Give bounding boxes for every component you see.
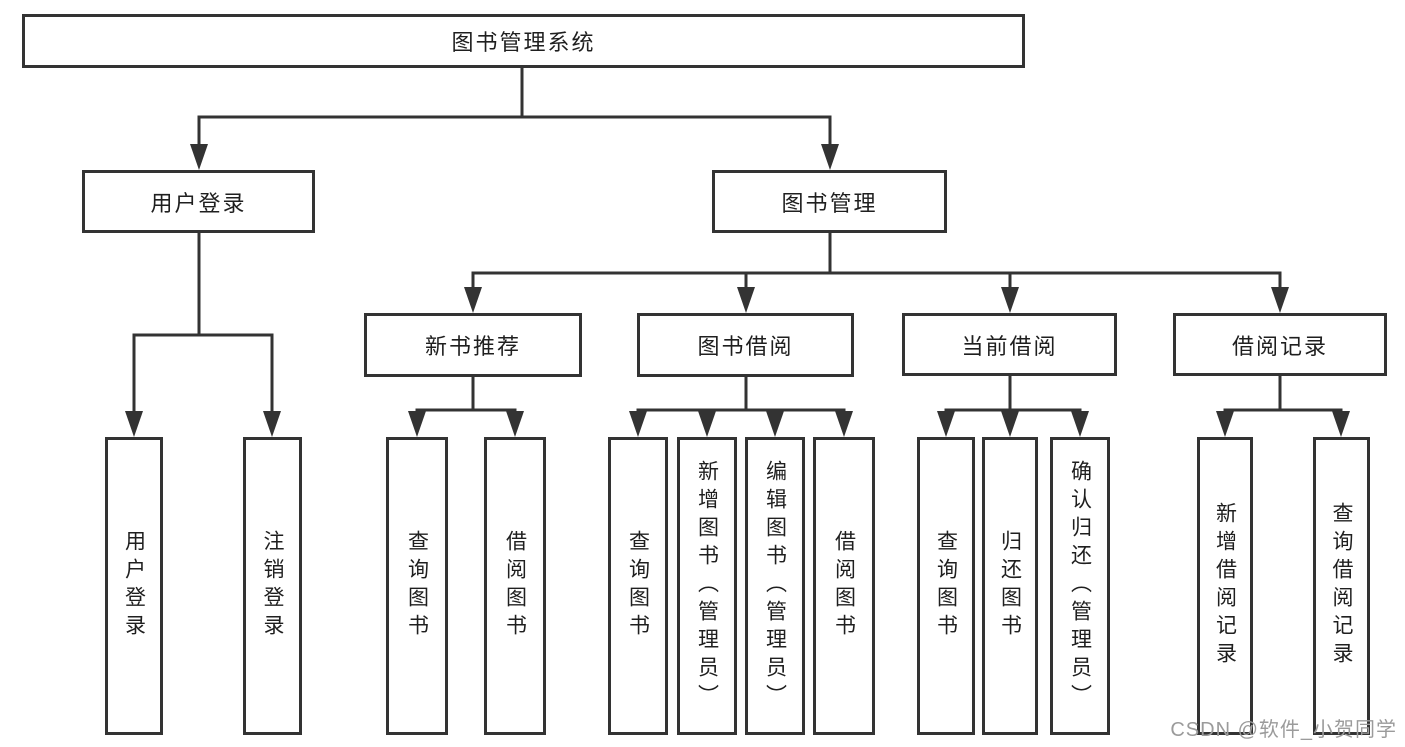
node-root: 图书管理系统	[22, 14, 1025, 68]
node-leaf-bb-edit: 编辑图书（管理员）	[745, 437, 805, 735]
arrow-down-icon	[125, 411, 143, 437]
node-leaf-cb-confirm: 确认归还（管理员）	[1050, 437, 1110, 735]
node-leaf-cb-query: 查询图书	[917, 437, 975, 735]
branch-book-mgmt	[464, 233, 1289, 313]
node-leaf-bb-add: 新增图书（管理员）	[677, 437, 737, 735]
node-new-book: 新书推荐	[364, 313, 582, 377]
branch-root	[190, 68, 839, 170]
branch-borrow-record	[1216, 376, 1350, 437]
arrow-down-icon	[1332, 411, 1350, 437]
node-current-borrow: 当前借阅	[902, 313, 1117, 376]
node-leaf-nb-borrow: 借阅图书	[484, 437, 546, 735]
node-book-borrow: 图书借阅	[637, 313, 854, 377]
arrow-down-icon	[698, 411, 716, 437]
node-leaf-br-query: 查询借阅记录	[1313, 437, 1370, 735]
node-book-mgmt: 图书管理	[712, 170, 947, 233]
arrow-down-icon	[821, 144, 839, 170]
arrow-down-icon	[263, 411, 281, 437]
node-leaf-br-add: 新增借阅记录	[1197, 437, 1253, 735]
arrow-down-icon	[190, 144, 208, 170]
node-user-login: 用户登录	[82, 170, 315, 233]
arrow-down-icon	[506, 411, 524, 437]
arrow-down-icon	[1216, 411, 1234, 437]
branch-new-book	[408, 377, 524, 437]
arrow-down-icon	[835, 411, 853, 437]
branch-user-login	[125, 233, 281, 437]
arrow-down-icon	[737, 287, 755, 313]
arrow-down-icon	[1001, 411, 1019, 437]
node-borrow-record: 借阅记录	[1173, 313, 1387, 376]
node-leaf-user-login: 用户登录	[105, 437, 163, 735]
branch-current-borrow	[937, 376, 1089, 437]
arrow-down-icon	[408, 411, 426, 437]
node-leaf-logout: 注销登录	[243, 437, 302, 735]
arrow-down-icon	[1071, 411, 1089, 437]
csdn-watermark: CSDN @软件_小贺同学	[1170, 719, 1397, 741]
node-leaf-bb-borrow: 借阅图书	[813, 437, 875, 735]
node-leaf-nb-query: 查询图书	[386, 437, 448, 735]
node-leaf-cb-return: 归还图书	[982, 437, 1038, 735]
arrow-down-icon	[766, 411, 784, 437]
arrow-down-icon	[1001, 287, 1019, 313]
branch-book-borrow	[629, 377, 853, 437]
arrow-down-icon	[629, 411, 647, 437]
node-leaf-bb-query: 查询图书	[608, 437, 668, 735]
arrow-down-icon	[1271, 287, 1289, 313]
arrow-down-icon	[937, 411, 955, 437]
arrow-down-icon	[464, 287, 482, 313]
